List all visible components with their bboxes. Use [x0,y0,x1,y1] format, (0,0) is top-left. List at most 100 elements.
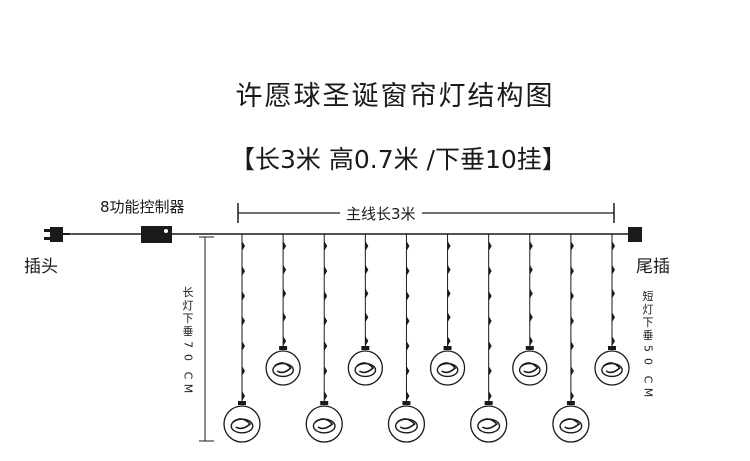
wish-ball-icon [223,405,261,443]
bulb-icon [406,291,410,301]
strand-7 [470,234,508,443]
wish-ball-swirl-icon [274,362,292,374]
bulb-icon [570,241,574,251]
tail-plug-icon [628,227,642,242]
bulb-icon [612,336,615,346]
bulb-icon [488,366,492,376]
bulb-icon [447,241,451,251]
wish-ball-icon [429,350,466,386]
bulb-icon [529,288,533,299]
bulb-icon [488,291,492,301]
wish-ball-icon [470,405,508,443]
bulb-icon [324,316,328,326]
wish-ball-icon [387,405,426,443]
bulb-icon [488,341,492,351]
wish-ball-icon [347,350,383,386]
ball-cap-icon [238,401,246,405]
bulb-icon [283,241,287,251]
bulb-icon [570,291,574,301]
wish-ball-swirl-icon [396,418,416,430]
bulb-icon [242,391,245,401]
ball-cap-icon [320,401,329,405]
bulb-icon [324,341,328,351]
wish-ball-swirl-icon [479,418,498,430]
ball-cap-icon [566,401,575,405]
long-drop-dimension [199,236,214,442]
ball-cap-icon [608,346,616,350]
tail-plug-label: 尾插 [636,257,670,277]
bulb-icon [612,312,615,323]
wish-ball-icon [265,350,301,386]
ball-cap-icon [525,346,534,350]
bulb-icon [447,312,451,323]
bulb-icon [283,264,287,275]
bulb-icon [612,288,615,299]
bulb-icon [242,266,245,276]
diagram-title: 许愿球圣诞窗帘灯结构图 [235,81,555,112]
bulb-icon [242,341,245,351]
bulb-icon [324,391,328,401]
bulb-icon [365,312,369,323]
bulb-icon [283,312,287,323]
strand-2 [265,234,301,386]
short-drop-text: 短灯下垂 [642,290,654,342]
bulb-icon [570,366,574,376]
bulb-icon [529,336,533,346]
bulb-icon [324,366,328,376]
main-line-length-label: 主线长3米 [340,203,422,224]
ball-cap-icon [443,346,452,350]
bulb-icon [406,241,410,251]
wish-ball-swirl-icon [314,418,334,430]
bulb-icon [570,391,574,401]
bulb-icon [406,316,410,326]
bulb-icon [406,366,410,376]
ball-cap-icon [279,346,288,350]
bulb-icon [406,266,410,276]
diagram-subtitle: 【长3米 高0.7米 /下垂10挂】 [230,145,567,174]
power-plug-icon [44,227,70,242]
bulb-icon [529,241,533,251]
strand-9 [552,234,590,443]
bulb-icon [488,316,492,326]
wish-ball-icon [512,350,548,386]
main-line-dimension [237,203,615,223]
bulb-icon [612,264,615,275]
bulb-icon [570,316,574,326]
wish-ball-swirl-icon [520,362,539,374]
strand-5 [387,234,426,443]
wish-ball-swirl-icon [356,362,375,374]
bulb-icon [570,341,574,351]
strands-group [223,234,630,443]
bulb-icon [447,288,451,299]
wish-ball-icon [305,405,343,443]
bulb-icon [488,391,492,401]
ball-cap-icon [402,401,411,405]
bulb-icon [570,266,574,276]
bulb-icon [242,366,245,376]
bulb-icon [529,264,533,275]
bulb-icon [529,312,533,323]
bulb-icon [365,264,369,275]
wish-ball-icon [552,405,590,443]
bulb-icon [283,336,287,346]
strand-10 [594,234,630,386]
strand-1 [223,234,261,443]
ball-cap-icon [361,346,370,350]
bulb-icon [365,241,369,251]
controller-box-icon [141,226,172,243]
bulb-icon [242,241,245,251]
bulb-icon [324,291,328,301]
wish-ball-swirl-icon [602,362,621,374]
bulb-icon [612,241,615,251]
wish-ball-icon [594,350,630,386]
long-drop-text: 长灯下垂 [182,286,194,338]
strand-8 [512,234,548,386]
bulb-icon [488,266,492,276]
ball-cap-icon [484,401,493,405]
bulb-icon [283,288,287,299]
controller-label: 8功能控制器 [100,198,185,216]
